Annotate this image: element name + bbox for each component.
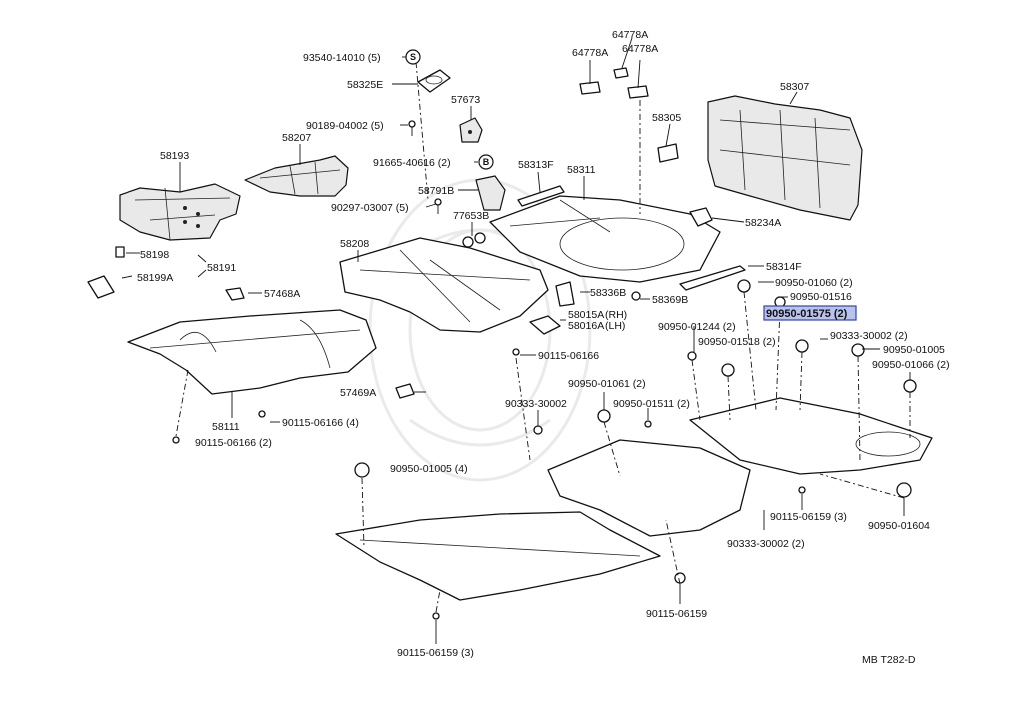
label-58016a-suffix: (LH) xyxy=(605,320,625,332)
part-58111-drawing xyxy=(127,309,377,395)
label-58016a: 58016A xyxy=(568,320,604,332)
label-58307: 58307 xyxy=(780,81,809,93)
highlight-box xyxy=(763,305,857,321)
label-91665-40616: 91665-40616 (2) xyxy=(373,157,451,169)
label-58234a: 58234A xyxy=(745,217,781,229)
label-90115-06159-3: 90115-06159 (3) xyxy=(770,511,847,523)
label-58193: 58193 xyxy=(160,150,189,162)
part-64778a-drawings xyxy=(579,67,649,99)
bolt-90297-drawing xyxy=(434,198,442,214)
label-90950-01005: 90950-01005 xyxy=(883,344,945,356)
part-58234a-drawing xyxy=(689,207,713,227)
label-57469a: 57469A xyxy=(340,387,376,399)
label-77653b: 77653B xyxy=(453,210,489,222)
label-58313f: 58313F xyxy=(518,159,554,171)
label-58207: 58207 xyxy=(282,132,311,144)
label-90115-06166-4: 90115-06166 (4) xyxy=(282,417,359,429)
part-58307-drawing xyxy=(707,95,863,221)
label-90950-01005-4: 90950-01005 (4) xyxy=(390,463,468,475)
part-58208-drawing xyxy=(339,237,549,333)
part-58791b-drawing xyxy=(475,175,506,211)
label-90115-06159-3-bottom: 90115-06159 (3) xyxy=(397,647,474,659)
label-58015a-suffix: (RH) xyxy=(605,309,627,321)
label-90950-01604: 90950-01604 xyxy=(868,520,930,532)
label-58111: 58111 xyxy=(212,421,240,433)
marker-s: S xyxy=(405,49,421,65)
label-90297-03007: 90297-03007 (5) xyxy=(331,202,409,214)
label-58198: 58198 xyxy=(140,249,169,261)
label-58208: 58208 xyxy=(340,238,369,250)
label-90950-01066: 90950-01066 (2) xyxy=(872,359,950,371)
part-58207-drawing xyxy=(244,155,349,197)
label-58305: 58305 xyxy=(652,112,681,124)
marker-b: B xyxy=(478,154,494,170)
leader-lines xyxy=(126,37,911,644)
label-90333-30002-right: 90333-30002 (2) xyxy=(830,330,908,342)
front-floor-mat-drawing xyxy=(335,511,661,601)
part-57468a-drawing xyxy=(225,287,245,301)
part-58325e-drawing xyxy=(417,69,451,93)
label-58369b: 58369B xyxy=(652,294,688,306)
label-90950-01575-highlighted[interactable]: 90950-01575 (2) xyxy=(766,308,848,320)
part-58314f-drawing xyxy=(679,265,746,291)
label-93540-14010: 93540-14010 (5) xyxy=(303,52,381,64)
label-57468a: 57468A xyxy=(264,288,300,300)
label-90115-06166-2: 90115-06166 (2) xyxy=(195,437,272,449)
label-58311: 58311 xyxy=(567,164,596,176)
part-labels: 93540-14010 (5) 58325E 90189-04002 (5) 5… xyxy=(137,29,950,666)
label-90950-01511: 90950-01511 (2) xyxy=(613,398,690,410)
label-58191: 58191 xyxy=(207,262,236,274)
part-77653b-drawing xyxy=(462,232,486,248)
label-90950-01516: 90950-01516 xyxy=(790,291,852,303)
part-58199a-drawing xyxy=(87,275,133,299)
part-58193-drawing xyxy=(119,183,241,241)
label-90950-01518: 90950-01518 (2) xyxy=(698,336,776,348)
part-58369b-drawing xyxy=(631,291,641,301)
label-58325e: 58325E xyxy=(347,79,383,91)
label-90115-06159: 90115-06159 xyxy=(646,608,707,620)
label-58314f: 58314F xyxy=(766,261,802,273)
part-58198-drawing xyxy=(115,246,125,258)
part-58336b-drawing xyxy=(555,281,575,307)
label-58791b: 58791B xyxy=(418,185,454,197)
label-90333-30002-mid: 90333-30002 xyxy=(505,398,567,410)
part-57469a-drawing xyxy=(395,383,415,399)
label-58336b: 58336B xyxy=(590,287,626,299)
label-90189-04002: 90189-04002 (5) xyxy=(306,120,384,132)
label-58199a: 58199A xyxy=(137,272,173,284)
label-90950-01060: 90950-01060 (2) xyxy=(775,277,853,289)
label-90950-01244: 90950-01244 (2) xyxy=(658,321,736,333)
part-58015a-drawing xyxy=(529,315,561,335)
label-90115-06166: 90115-06166 xyxy=(538,350,599,362)
part-58311-drawing xyxy=(489,195,721,283)
label-64778a-top: 64778A xyxy=(612,29,648,41)
label-58015a: 58015A xyxy=(568,309,604,321)
part-57673-drawing xyxy=(459,117,483,143)
label-90950-01061: 90950-01061 (2) xyxy=(568,378,646,390)
label-57673: 57673 xyxy=(451,94,480,106)
marker-s-letter: S xyxy=(410,52,416,62)
bolt-90189-drawing xyxy=(408,120,416,136)
part-58313f-drawing xyxy=(517,185,565,207)
marker-b-letter: B xyxy=(483,157,490,167)
label-90333-30002-bottom: 90333-30002 (2) xyxy=(727,538,805,550)
label-64778a-left: 64778A xyxy=(572,47,608,59)
label-64778a-right: 64778A xyxy=(622,43,658,55)
diagram-code: MB T282-D xyxy=(862,654,916,666)
middle-floor-mat-drawing xyxy=(547,439,751,537)
part-58305-drawing xyxy=(657,143,679,163)
rear-floor-mat-drawing xyxy=(689,397,933,475)
